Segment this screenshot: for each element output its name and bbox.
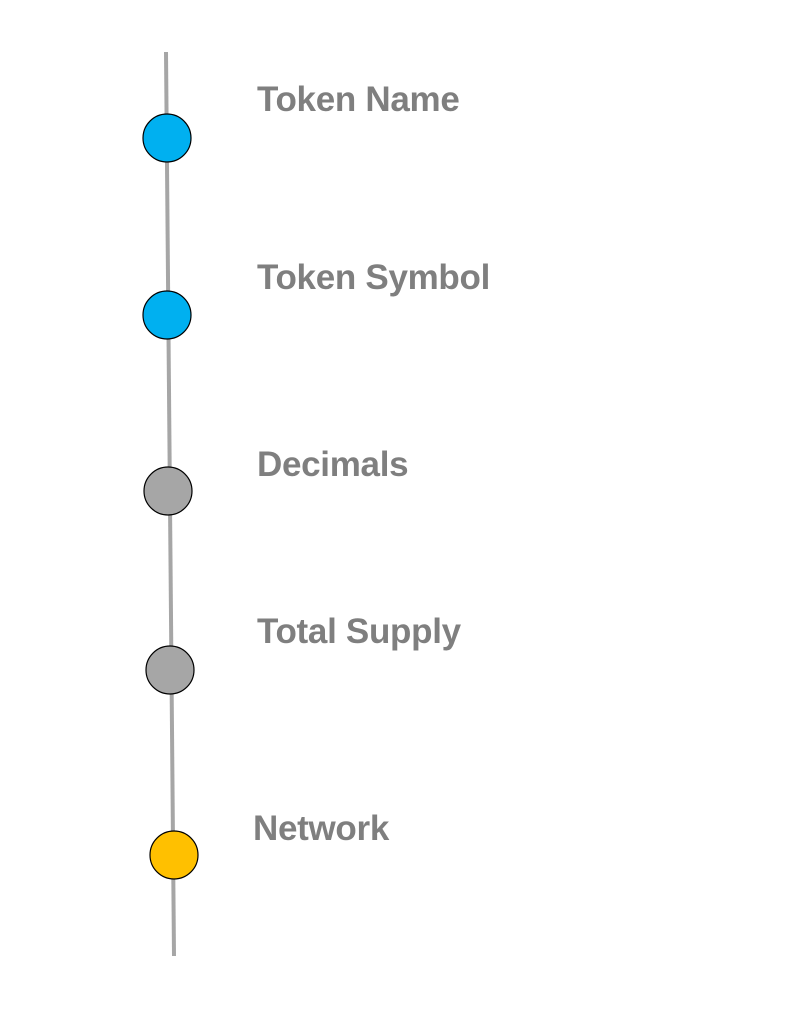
step-label-total-supply: Total Supply <box>257 612 461 651</box>
step-node-decimals <box>143 466 193 516</box>
step-label-network: Network <box>253 809 389 848</box>
step-node-total-supply <box>145 645 195 695</box>
step-node-network <box>149 830 199 880</box>
step-label-token-symbol: Token Symbol <box>257 258 491 297</box>
step-label-decimals: Decimals <box>257 445 409 484</box>
step-node-token-name <box>142 113 192 163</box>
step-node-token-symbol <box>142 290 192 340</box>
step-label-token-name: Token Name <box>257 80 460 119</box>
